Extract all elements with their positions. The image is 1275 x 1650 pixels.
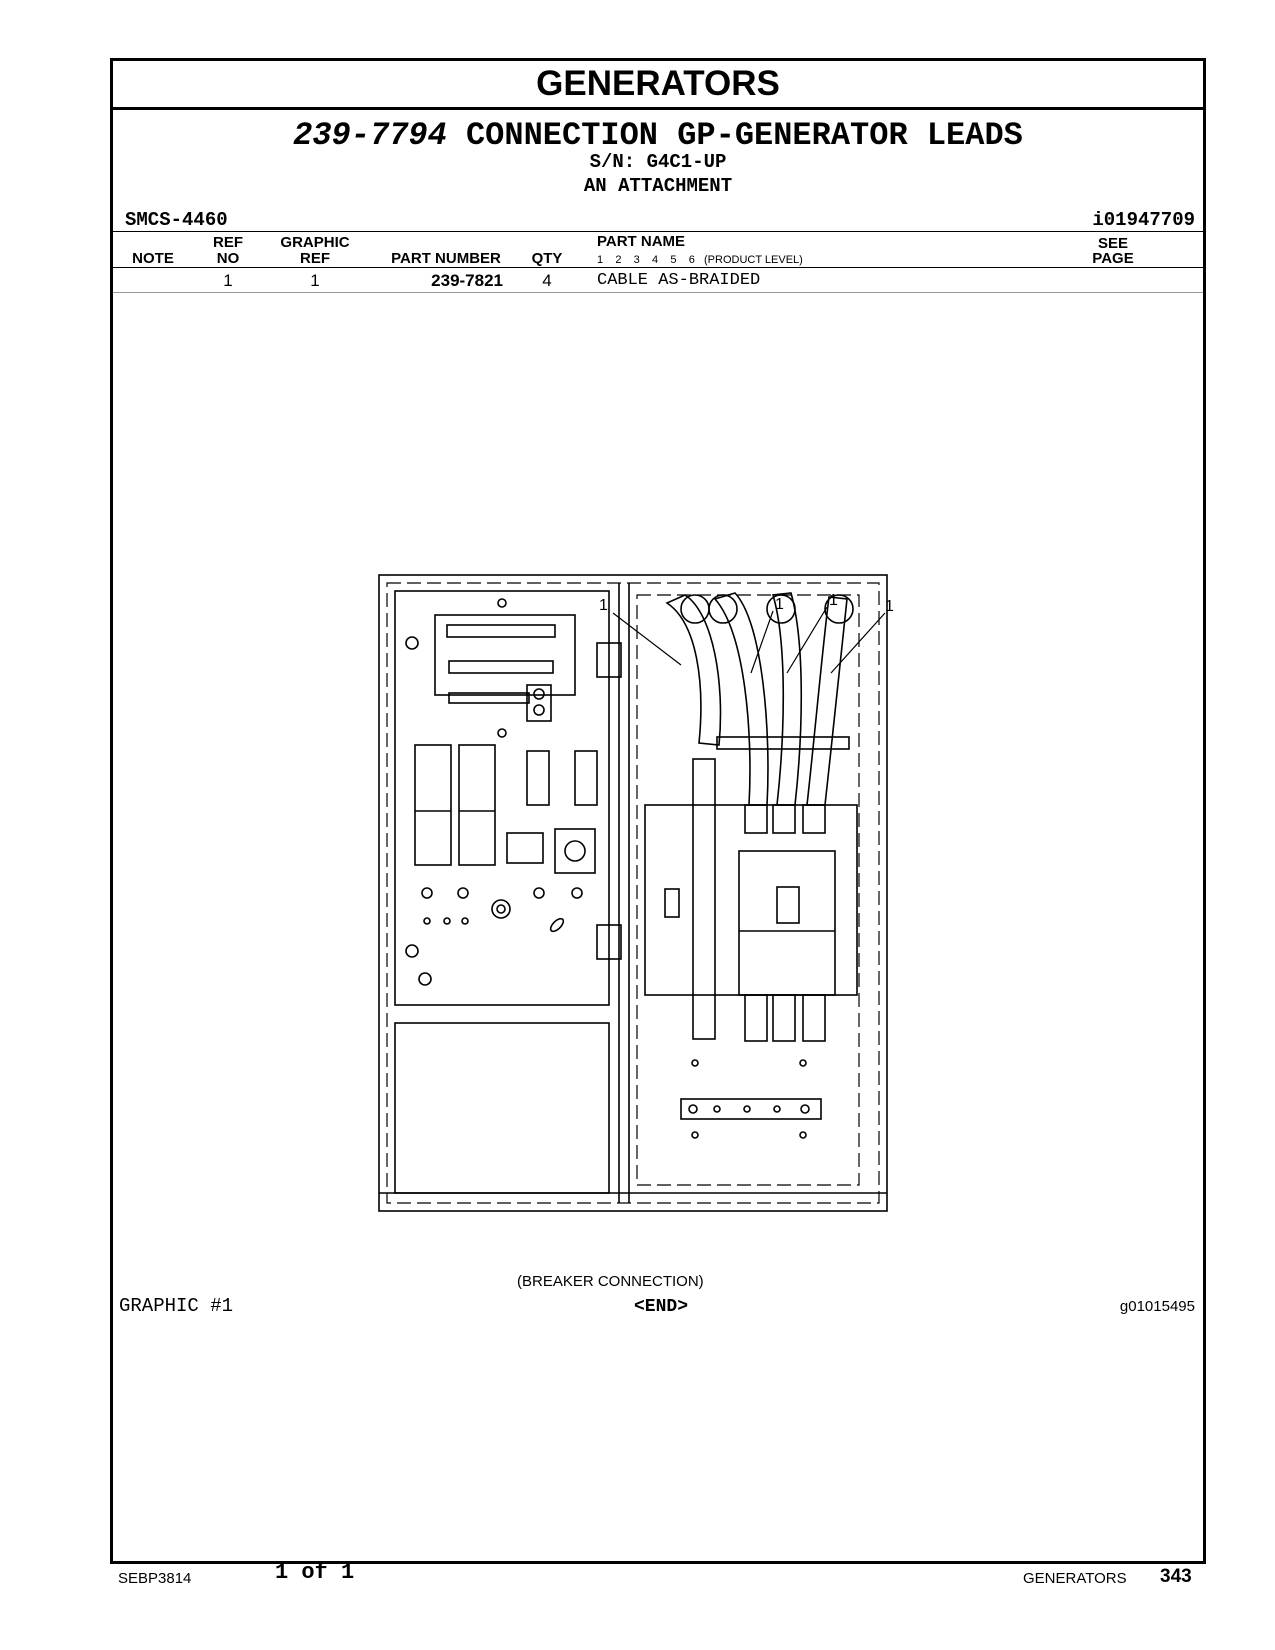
part-number-heading: 239-7794 — [293, 117, 447, 154]
info-id: i01947709 — [1092, 209, 1195, 231]
page-frame: GENERATORS 239-7794 CONNECTION GP-GENERA… — [110, 58, 1206, 1564]
callout-1c: 1 — [829, 592, 838, 609]
cable-3 — [771, 592, 803, 806]
cable-1 — [665, 594, 722, 746]
page-number: 343 — [1160, 1566, 1192, 1587]
part-title: CONNECTION GP-GENERATOR LEADS — [465, 117, 1023, 154]
end-marker: <END> — [633, 1297, 688, 1317]
serial-number: S/N: G4C1-UP — [589, 151, 727, 173]
row-ref-no: 1 — [223, 271, 233, 290]
graphic-caption: (BREAKER CONNECTION) — [517, 1273, 704, 1290]
col-ref-no-2: NO — [216, 250, 240, 267]
col-qty: QTY — [531, 250, 563, 267]
lower-left-panel — [394, 1022, 610, 1194]
table-header-rule — [113, 267, 1203, 268]
row-graphic-ref: 1 — [310, 271, 320, 290]
smcs-code: SMCS-4460 — [125, 209, 228, 231]
col-graphic-ref-1: GRAPHIC — [280, 234, 350, 251]
callout-1b: 1 — [775, 596, 784, 613]
cabinet-dashed-outline — [386, 582, 880, 1204]
table-row-rule — [113, 292, 1203, 293]
col-see-page-1: SEE — [1097, 235, 1128, 252]
doc-id: SEBP3814 — [118, 1570, 192, 1587]
graphic-id: g01015495 — [1119, 1298, 1195, 1315]
part-heading: 239-7794 CONNECTION GP-GENERATOR LEADS — [113, 117, 1203, 154]
col-graphic-ref-2: REF — [300, 250, 330, 267]
graphic-label: GRAPHIC #1 — [119, 1295, 234, 1317]
callout-1d: 1 — [885, 598, 894, 615]
row-qty: 4 — [542, 271, 552, 290]
breaker-diagram: 1 1 1 1 — [378, 574, 894, 1212]
page-of: 1 of 1 — [275, 1560, 355, 1585]
row-part-number: 239-7821 — [431, 271, 503, 290]
callout-1a: 1 — [599, 597, 608, 614]
row-part-name: CABLE AS-BRAIDED — [597, 271, 761, 290]
col-note: NOTE — [132, 250, 174, 267]
attachment-label: AN ATTACHMENT — [583, 175, 733, 197]
cabinet-outline — [378, 574, 888, 1212]
col-part-number: PART NUMBER — [391, 250, 501, 267]
section-title: GENERATORS — [113, 61, 1203, 110]
cable-2 — [713, 592, 769, 806]
col-ref-no-1: REF — [213, 234, 243, 251]
footer-section: GENERATORS — [1023, 1570, 1127, 1587]
table-top-rule — [113, 231, 1203, 232]
col-part-name: PART NAME — [597, 233, 686, 250]
col-see-page-2: PAGE — [1092, 250, 1134, 267]
control-panel — [394, 590, 610, 1006]
cable-4 — [806, 596, 848, 806]
col-product-levels: 1 2 3 4 5 6 (PRODUCT LEVEL) — [597, 254, 803, 266]
breaker-connection-graphic: 1 1 1 1 — [367, 533, 907, 1238]
